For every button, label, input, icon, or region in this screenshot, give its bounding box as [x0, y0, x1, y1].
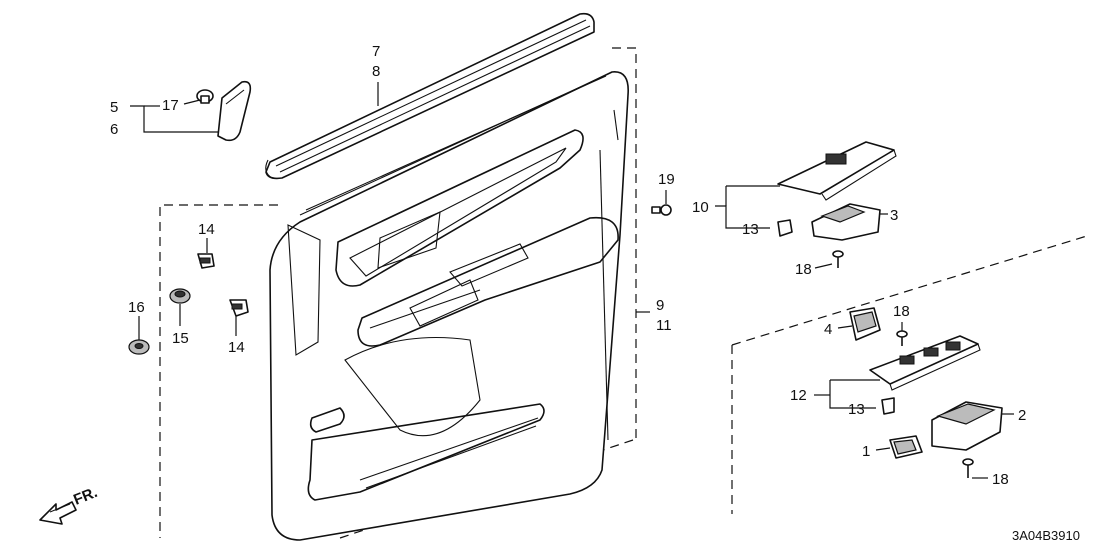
callout-18-upper: 18	[795, 261, 812, 278]
door-lining-panel	[269, 71, 629, 541]
screw-19	[651, 204, 672, 216]
callout-13-upper: 13	[742, 221, 759, 238]
switch-1	[889, 435, 923, 459]
callout-19: 19	[658, 171, 675, 188]
clip-14-bottom	[229, 299, 249, 317]
callout-14-top: 14	[198, 221, 215, 238]
leader-lines	[130, 82, 1014, 479]
switch-4	[849, 307, 881, 341]
screw-18-upper	[832, 250, 844, 268]
callout-12: 12	[790, 387, 807, 404]
front-arrow-icon	[39, 501, 77, 525]
clip-14-top	[197, 253, 215, 269]
callout-3: 3	[890, 207, 898, 224]
callout-14-bottom: 14	[228, 339, 245, 356]
screw-18-lower	[962, 458, 974, 478]
diagram-code: 3A04B3910	[1012, 528, 1080, 543]
clip-17	[196, 89, 214, 104]
clip-13-lower	[881, 397, 895, 415]
front-label: FR.	[71, 484, 100, 509]
weatherstrip	[265, 12, 595, 180]
master-switch-2	[931, 401, 1003, 451]
callout-15: 15	[172, 330, 189, 347]
cap-16	[128, 339, 150, 355]
front-direction-indicator: FR.	[39, 484, 100, 525]
callout-18-middle: 18	[893, 303, 910, 320]
callout-7: 7	[372, 43, 380, 60]
switch-panel-10	[777, 141, 897, 201]
screw-18-middle	[896, 330, 908, 346]
callout-13-lower: 13	[848, 401, 865, 418]
callout-8: 8	[372, 63, 380, 80]
callout-16: 16	[128, 299, 145, 316]
callout-11: 11	[656, 317, 672, 334]
grommet-15	[169, 288, 191, 304]
callout-2: 2	[1018, 407, 1026, 424]
callout-18-lower: 18	[992, 471, 1009, 488]
clip-13-upper	[777, 219, 793, 237]
callout-4: 4	[824, 321, 832, 338]
callout-17: 17	[162, 97, 179, 114]
callout-10: 10	[692, 199, 709, 216]
switch-panel-12	[869, 335, 981, 391]
corner-garnish	[217, 80, 252, 142]
power-window-switch-3	[811, 203, 881, 241]
callout-6: 6	[110, 121, 118, 138]
callout-5: 5	[110, 99, 118, 116]
callout-9: 9	[656, 297, 664, 314]
callout-1: 1	[862, 443, 870, 460]
callout-labels: 7 8 5 6 17 19 14 16 15 14 10 13 3 18 9 1…	[110, 43, 1026, 488]
